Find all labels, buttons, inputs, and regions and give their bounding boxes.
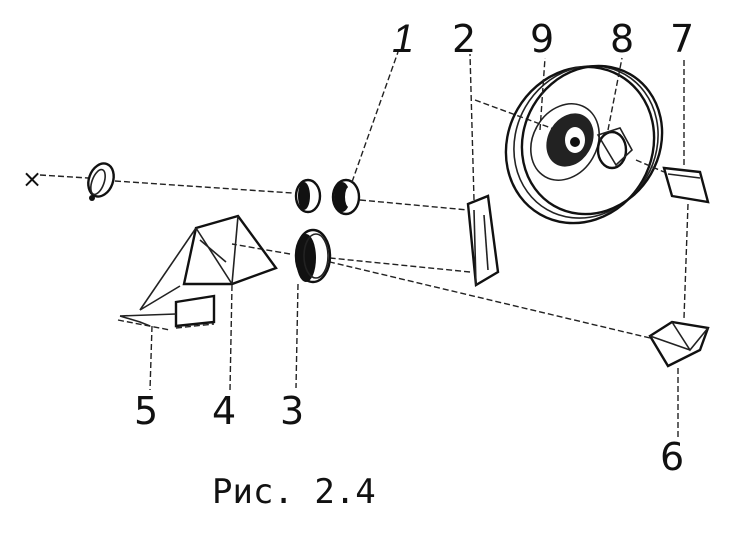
beam-lower [329, 261, 651, 339]
label-1: 1 [392, 17, 414, 61]
element-5-grating [117, 227, 216, 331]
label-3: 3 [280, 389, 304, 433]
element-9-disk [504, 64, 664, 225]
figure-caption: Рис. 2.4 [212, 472, 376, 512]
leader-2 [469, 53, 475, 201]
lens-pair [294, 178, 322, 214]
beam-lower-2 [329, 257, 471, 273]
source-lens [87, 162, 115, 201]
element-8-hub [596, 127, 633, 170]
leader-9 [539, 57, 546, 131]
label-7: 7 [670, 17, 694, 61]
label-4: 4 [212, 389, 236, 433]
leader-1 [351, 51, 399, 183]
leader-5 [149, 325, 153, 391]
element-4-prism [182, 214, 278, 286]
label-6: 6 [660, 435, 684, 479]
element-7-mirror [662, 166, 710, 204]
leader-3 [295, 283, 299, 389]
beam-disk-7 [635, 159, 665, 173]
leader-8 [607, 57, 623, 131]
element-6-prism [648, 320, 710, 368]
source-mark: × [22, 165, 42, 193]
element-3-lens [294, 228, 332, 284]
element-1-lens [331, 178, 361, 216]
beam-7-6 [683, 203, 689, 319]
label-2: 2 [452, 17, 476, 61]
label-5: 5 [134, 389, 158, 433]
beam-upper-3 [359, 199, 469, 211]
label-8: 8 [610, 17, 634, 61]
label-9: 9 [530, 17, 554, 61]
element-2-mirror [466, 194, 500, 287]
leader-4 [229, 284, 233, 391]
beam-upper [39, 174, 89, 179]
beam-upper-2 [114, 180, 293, 194]
